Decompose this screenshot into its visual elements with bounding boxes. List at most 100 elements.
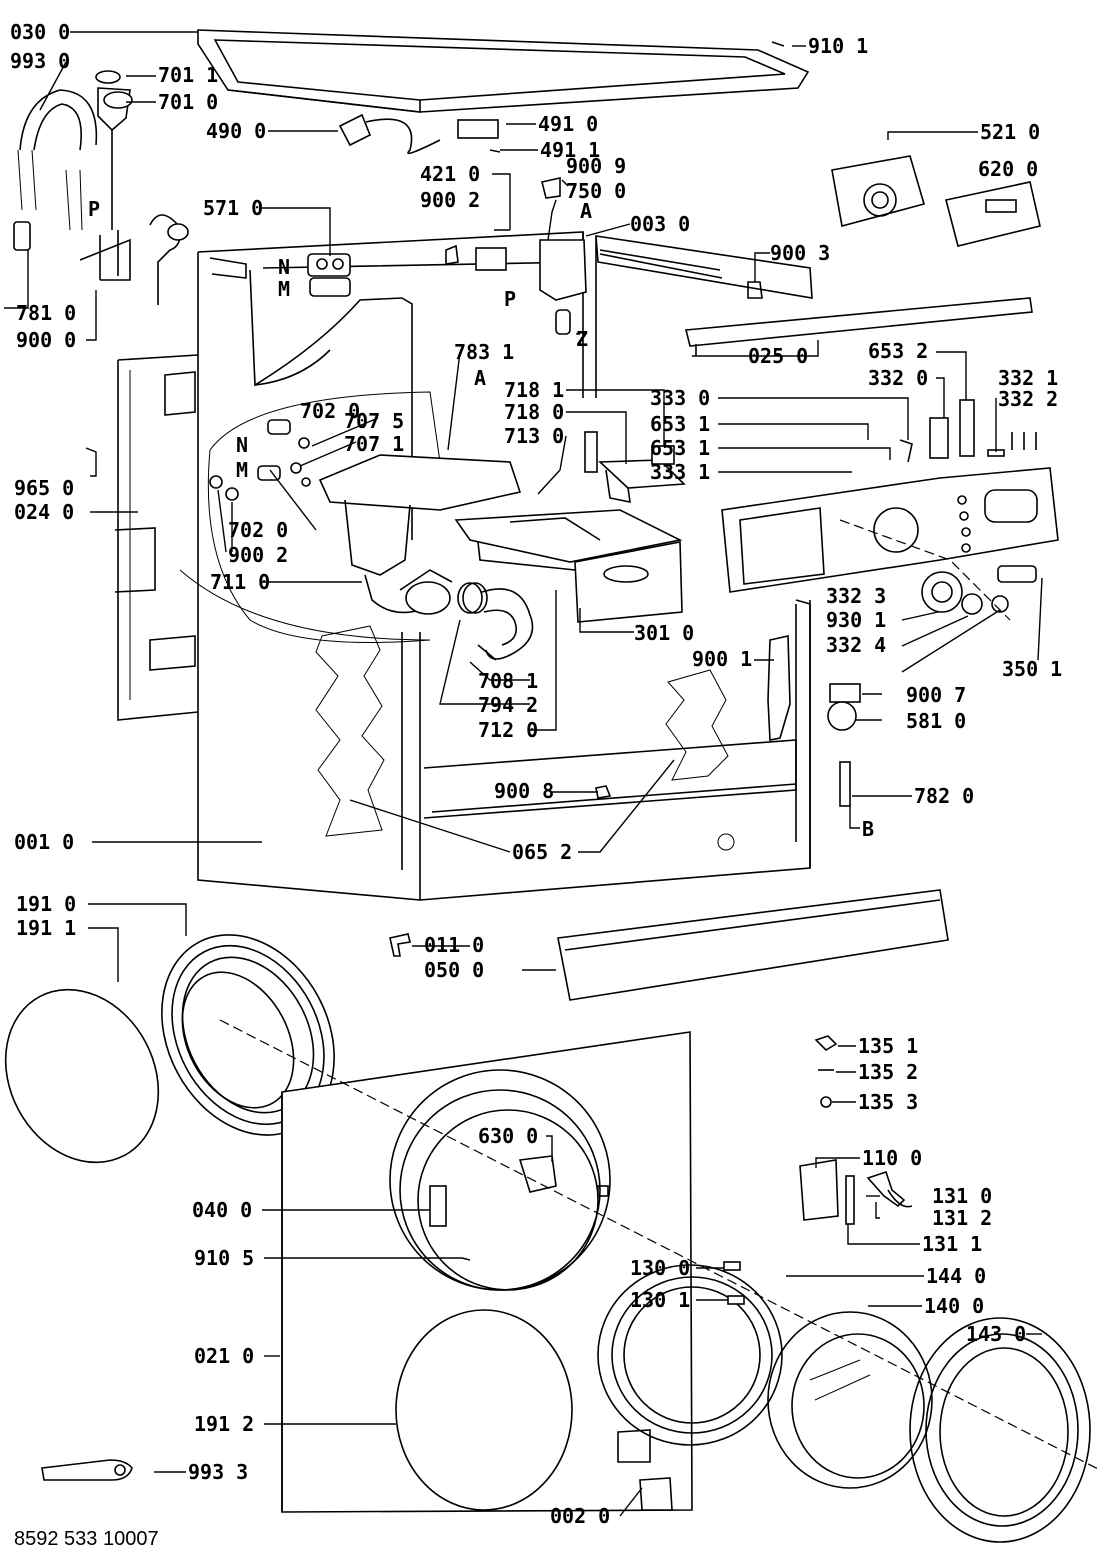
- drain-hoses: [457, 582, 534, 661]
- label-900-2-top: 900 2: [420, 188, 480, 212]
- label-702-0-top: 702 0: [300, 399, 360, 423]
- label-143-0: 143 0: [966, 1322, 1026, 1346]
- marker-m-top: M: [278, 277, 290, 301]
- label-900-2-mid: 900 2: [228, 543, 288, 567]
- label-002-0: 002 0: [550, 1504, 610, 1528]
- label-930-1: 930 1: [826, 608, 886, 632]
- part-drawings: [4, 29, 1100, 1543]
- label-900-1: 900 1: [692, 647, 752, 671]
- label-144-0: 144 0: [926, 1264, 986, 1288]
- label-332-3: 332 3: [826, 584, 886, 608]
- label-140-0: 140 0: [924, 1294, 984, 1318]
- label-333-0: 333 0: [650, 386, 710, 410]
- label-900-9: 900 9: [566, 154, 626, 178]
- label-301-0: 301 0: [634, 621, 694, 645]
- label-131-2: 131 2: [932, 1206, 992, 1230]
- callout-labels: 030 0 993 0 701 1 701 0 490 0 910 1 491 …: [10, 20, 1062, 1528]
- label-571-0: 571 0: [203, 196, 263, 220]
- label-332-2: 332 2: [998, 387, 1058, 411]
- document-code: 8592 533 10007: [14, 1528, 159, 1550]
- label-900-8: 900 8: [494, 779, 554, 803]
- control-panel: [721, 399, 1059, 615]
- marker-p-pump: P: [504, 287, 516, 311]
- leader-lines: [4, 31, 1043, 1517]
- marker-b: B: [862, 817, 874, 841]
- label-050-0: 050 0: [424, 958, 484, 982]
- label-131-1: 131 1: [922, 1232, 982, 1256]
- marker-n-top: N: [278, 255, 290, 279]
- label-025-0: 025 0: [748, 344, 808, 368]
- label-581-0: 581 0: [906, 709, 966, 733]
- label-065-2: 065 2: [512, 840, 572, 864]
- label-900-3: 900 3: [770, 241, 830, 265]
- marker-a-top: A: [580, 199, 592, 223]
- label-965-0: 965 0: [14, 476, 74, 500]
- label-653-1-b: 653 1: [650, 436, 710, 460]
- label-750-0: 750 0: [566, 179, 626, 203]
- label-781-0: 781 0: [16, 301, 76, 325]
- label-135-2: 135 2: [858, 1060, 918, 1084]
- label-794-2: 794 2: [478, 693, 538, 717]
- label-653-2: 653 2: [868, 339, 928, 363]
- label-653-1-a: 653 1: [650, 412, 710, 436]
- marker-n-valve: N: [236, 433, 248, 457]
- label-707-1: 707 1: [344, 432, 404, 456]
- label-333-1: 333 1: [650, 460, 710, 484]
- label-702-0-mid: 702 0: [228, 518, 288, 542]
- label-521-0: 521 0: [980, 120, 1040, 144]
- label-900-0: 900 0: [16, 328, 76, 352]
- label-993-3: 993 3: [188, 1460, 248, 1484]
- door-ring: [597, 1261, 783, 1446]
- inlet-valve: [307, 253, 351, 297]
- label-130-0: 130 0: [630, 1256, 690, 1280]
- marker-z: Z: [576, 327, 588, 351]
- label-910-5: 910 5: [194, 1246, 254, 1270]
- detergent-drawer: [454, 509, 683, 623]
- door-glass: [767, 1311, 933, 1489]
- marker-a-rod: A: [474, 366, 486, 390]
- marker-m-valve: M: [236, 458, 248, 482]
- label-003-0: 003 0: [630, 212, 690, 236]
- dispenser-housing: [318, 454, 522, 615]
- label-001-0: 001 0: [14, 830, 74, 854]
- label-491-1: 491 1: [540, 138, 600, 162]
- label-021-0: 021 0: [194, 1344, 254, 1368]
- front-panel: [281, 1031, 693, 1513]
- label-782-0: 782 0: [914, 784, 974, 808]
- label-993-0: 993 0: [10, 49, 70, 73]
- top-lid: [197, 29, 810, 113]
- label-707-5: 707 5: [344, 409, 404, 433]
- label-011-0: 011 0: [424, 933, 484, 957]
- marker-p-left: P: [88, 197, 100, 221]
- label-711-0: 711 0: [210, 570, 270, 594]
- label-712-0: 712 0: [478, 718, 538, 742]
- label-024-0: 024 0: [14, 500, 74, 524]
- label-191-2: 191 2: [194, 1412, 254, 1436]
- label-332-0: 332 0: [868, 366, 928, 390]
- label-040-0: 040 0: [192, 1198, 252, 1222]
- label-135-3: 135 3: [858, 1090, 918, 1114]
- label-708-1: 708 1: [478, 669, 538, 693]
- label-030-0: 030 0: [10, 20, 70, 44]
- label-332-4: 332 4: [826, 633, 886, 657]
- label-130-1: 130 1: [630, 1288, 690, 1312]
- label-491-0: 491 0: [538, 112, 598, 136]
- label-421-0: 421 0: [420, 162, 480, 186]
- label-630-0: 630 0: [478, 1124, 538, 1148]
- label-191-1: 191 1: [16, 916, 76, 940]
- label-713-0: 713 0: [504, 424, 564, 448]
- label-900-7: 900 7: [906, 683, 966, 707]
- label-350-1: 350 1: [1002, 657, 1062, 681]
- label-332-1: 332 1: [998, 366, 1058, 390]
- label-131-0: 131 0: [932, 1184, 992, 1208]
- label-490-0: 490 0: [206, 119, 266, 143]
- label-110-0: 110 0: [862, 1146, 922, 1170]
- control-module: [831, 155, 1041, 247]
- label-701-1: 701 1: [158, 63, 218, 87]
- back-panel: [114, 354, 199, 721]
- label-620-0: 620 0: [978, 157, 1038, 181]
- label-718-1: 718 1: [504, 378, 564, 402]
- label-910-1: 910 1: [808, 34, 868, 58]
- label-783-1: 783 1: [454, 340, 514, 364]
